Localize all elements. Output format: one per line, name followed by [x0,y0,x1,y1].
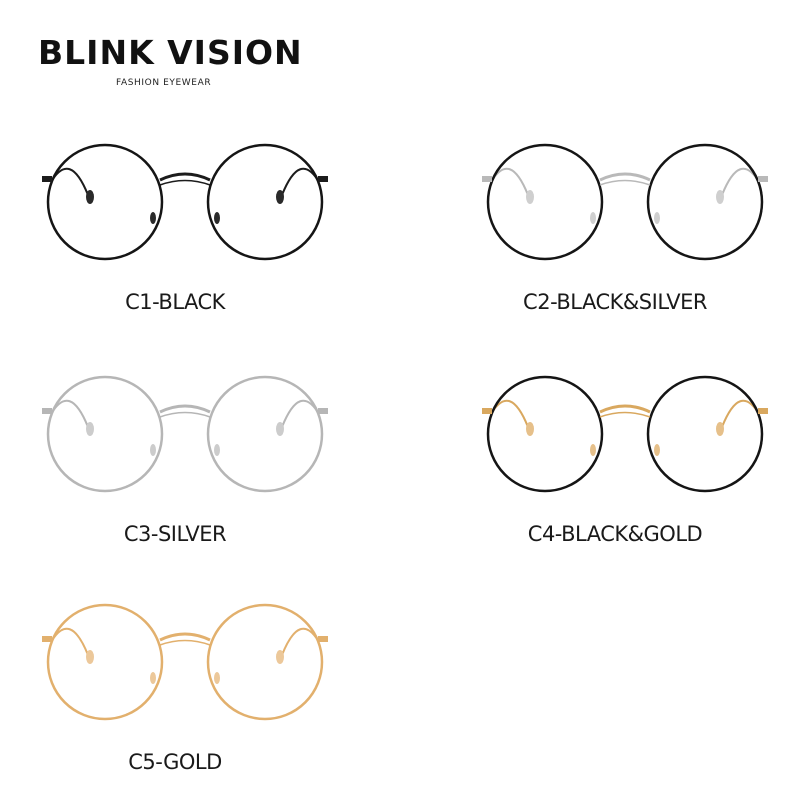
right-temple-tip [716,422,724,436]
product-c2: C2-BLACK&SILVER [450,140,780,320]
right-hinge [318,176,328,182]
product-label: C4-BLACK&GOLD [527,522,703,546]
right-temple-tip [276,650,284,664]
right-nose-pad [214,444,220,456]
glasses-image [482,143,768,261]
bridge-lower [159,639,211,646]
product-c4: C4-BLACK&GOLD [450,372,780,552]
bridge [599,404,651,414]
left-lens-rim [46,143,164,261]
left-temple-tip [526,190,534,204]
bridge [159,172,211,182]
left-lens-rim [486,375,604,493]
bridge [599,172,651,182]
product-label: C1-BLACK [125,290,225,314]
left-hinge [482,176,492,182]
bridge [159,632,211,642]
right-temple-tip [276,422,284,436]
left-nose-pad [590,444,596,456]
right-nose-pad [654,212,660,224]
right-lens-rim [646,375,764,493]
product-label: C2-BLACK&SILVER [523,290,707,314]
bridge-lower [599,411,651,418]
left-nose-pad [590,212,596,224]
product-c5: C5-GOLD [10,600,340,780]
product-c3: C3-SILVER [10,372,340,552]
right-lens-rim [646,143,764,261]
left-temple-tip [86,422,94,436]
glasses-image [42,603,328,721]
left-hinge [42,176,52,182]
left-nose-pad [150,444,156,456]
left-hinge [42,636,52,642]
glasses-image [42,375,328,493]
bridge-lower [159,411,211,418]
left-temple-tip [526,422,534,436]
right-lens-rim [206,603,324,721]
right-nose-pad [654,444,660,456]
right-temple-tip [276,190,284,204]
product-c1: C1-BLACK [10,140,340,320]
product-label: C3-SILVER [123,522,227,546]
left-temple-tip [86,650,94,664]
left-temple-tip [86,190,94,204]
right-lens-rim [206,143,324,261]
right-hinge [318,636,328,642]
left-lens-rim [46,603,164,721]
left-nose-pad [150,672,156,684]
bridge-lower [159,179,211,186]
bridge [159,404,211,414]
right-temple-tip [716,190,724,204]
left-lens-rim [46,375,164,493]
brand-name: BLINK VISION [38,33,303,72]
left-nose-pad [150,212,156,224]
right-hinge [758,176,768,182]
bridge-lower [599,179,651,186]
left-lens-rim [486,143,604,261]
left-hinge [482,408,492,414]
left-hinge [42,408,52,414]
right-lens-rim [206,375,324,493]
product-label: C5-GOLD [128,750,222,774]
brand-logo: BLINK VISION FASHION EYEWEAR [38,36,308,88]
glasses-image [42,143,328,261]
right-hinge [318,408,328,414]
glasses-image [482,375,768,493]
right-nose-pad [214,672,220,684]
right-nose-pad [214,212,220,224]
right-hinge [758,408,768,414]
brand-tagline: FASHION EYEWEAR [116,78,212,88]
